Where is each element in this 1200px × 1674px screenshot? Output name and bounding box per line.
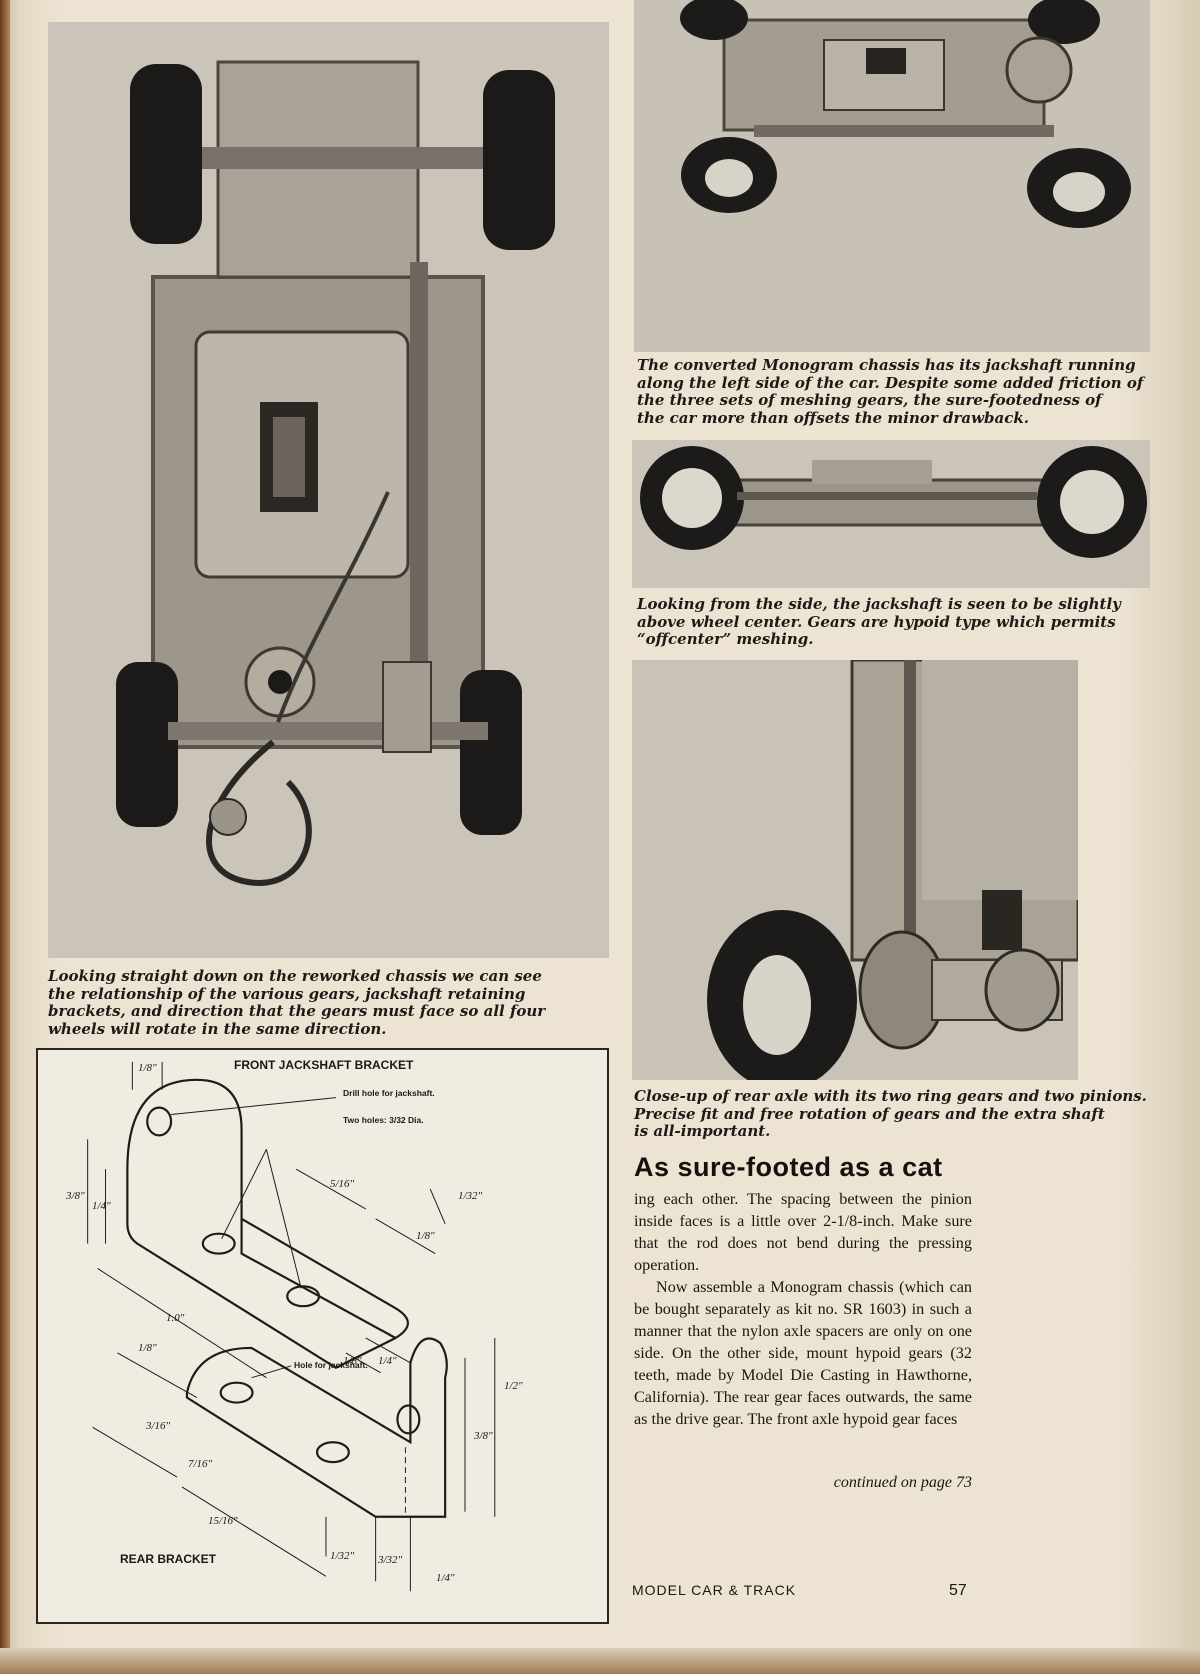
magazine-name: MODEL CAR & TRACK bbox=[632, 1582, 797, 1598]
page-spine-edge bbox=[0, 0, 10, 1674]
bracket-diagram: FRONT JACKSHAFT BRACKET Drill hole for j… bbox=[36, 1048, 609, 1624]
page-number: 57 bbox=[949, 1582, 967, 1599]
rear-bracket-title: REAR BRACKET bbox=[120, 1552, 216, 1566]
dim-front-hole-spacing: 5/16" bbox=[330, 1178, 355, 1190]
dim-front-bottom-b: 1/4" bbox=[378, 1355, 397, 1367]
dim-front-thickness: 1/32" bbox=[458, 1190, 483, 1202]
dim-rear-hole-spacing: 7/16" bbox=[188, 1458, 213, 1470]
photo-rear-axle-closeup bbox=[632, 660, 1078, 1080]
dim-front-height-inner: 1/4" bbox=[92, 1200, 111, 1212]
dim-rear-upright: 3/8" bbox=[474, 1430, 493, 1442]
caption-side-view: Looking from the side, the jackshaft is … bbox=[637, 595, 1121, 648]
two-holes-note: Two holes: 3/32 Dia. bbox=[343, 1115, 424, 1125]
drill-hole-note: Drill hole for jackshaft. bbox=[343, 1088, 435, 1098]
caption-main-top-view: Looking straight down on the reworked ch… bbox=[48, 967, 546, 1038]
dim-front-bottom-a: 1/8" bbox=[343, 1355, 362, 1367]
photo-chassis-side-view bbox=[632, 440, 1150, 588]
photo-chassis-angle-view bbox=[634, 0, 1150, 352]
page-bottom-edge bbox=[0, 1648, 1200, 1674]
article-body: ing each other. The spacing between the … bbox=[634, 1188, 972, 1430]
caption-angle-view: The converted Monogram chassis has its j… bbox=[637, 356, 1144, 427]
dim-rear-base: 1/4" bbox=[436, 1572, 455, 1584]
continued-note: continued on page 73 bbox=[833, 1474, 972, 1491]
dim-rear-height: 1/2" bbox=[504, 1380, 523, 1392]
article-paragraph-2: Now assemble a Monogram chassis (which c… bbox=[634, 1278, 972, 1428]
dim-front-length: 1.0" bbox=[166, 1312, 185, 1324]
dim-front-height-outer: 3/8" bbox=[66, 1190, 85, 1202]
dim-rear-thickness: 1/32" bbox=[330, 1550, 355, 1562]
hole-jackshaft-note: Hole for jackshaft. bbox=[294, 1360, 368, 1370]
front-bracket-title: FRONT JACKSHAFT BRACKET bbox=[234, 1058, 414, 1072]
dim-rear-top: 1/8" bbox=[138, 1342, 157, 1354]
dim-front-edge: 1/8" bbox=[416, 1230, 435, 1242]
caption-closeup: Close-up of rear axle with its two ring … bbox=[634, 1087, 1147, 1140]
photo-chassis-top-view bbox=[48, 22, 609, 958]
dim-rear-flange: 3/32" bbox=[378, 1554, 403, 1566]
dim-rear-hole-offset: 3/16" bbox=[146, 1420, 171, 1432]
bracket-diagram-drawing bbox=[87, 1061, 496, 1592]
dim-rear-length: 15/16" bbox=[208, 1515, 238, 1527]
article-headline: As sure-footed as a cat bbox=[634, 1152, 943, 1182]
article-paragraph-1: ing each other. The spacing between the … bbox=[634, 1190, 972, 1274]
dim-front-top: 1/8" bbox=[138, 1062, 157, 1074]
